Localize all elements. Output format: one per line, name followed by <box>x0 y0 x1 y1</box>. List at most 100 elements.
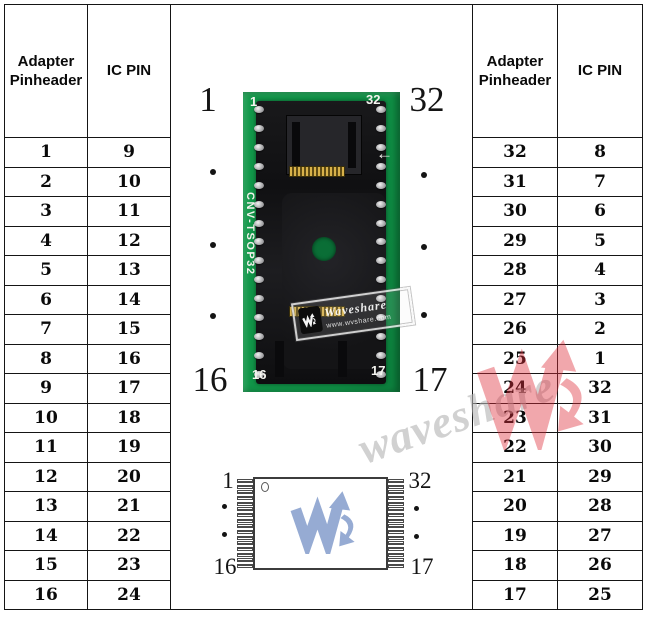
ic-pin-cell: 3 <box>557 284 643 315</box>
socket-pin <box>254 314 264 322</box>
chip-pin <box>388 501 404 506</box>
board-silkscreen-pin1: 1 <box>250 94 258 109</box>
socket-pin <box>254 143 264 151</box>
socket-pin <box>376 238 386 246</box>
socket-slot <box>348 122 356 168</box>
ic-pin-cell: 18 <box>87 402 171 433</box>
socket-pin <box>376 333 386 341</box>
ic-pin-cell: 27 <box>557 520 643 551</box>
chip-pin <box>388 529 404 534</box>
socket-pin <box>376 181 386 189</box>
socket-pin <box>254 162 264 170</box>
ic-pin-cell: 2 <box>557 314 643 345</box>
chip-pin1-number: 1 <box>222 468 234 493</box>
adapter-pin-cell: 12 <box>4 461 88 492</box>
socket-pin <box>376 295 386 303</box>
ic-pin-cell: 28 <box>557 491 643 522</box>
pin-continuation-dot <box>414 506 419 511</box>
socket-pin <box>376 314 386 322</box>
ic-pin-cell: 25 <box>557 579 643 610</box>
chip-pin <box>388 541 404 546</box>
figure-cell <box>171 4 472 610</box>
pin-continuation-dot <box>222 504 227 509</box>
adapter-pin-cell: 30 <box>472 196 558 227</box>
socket-pin <box>254 106 264 113</box>
chip-pin <box>388 535 404 540</box>
socket-pin-row-left <box>254 106 265 378</box>
socket-pin <box>376 124 386 132</box>
chip-pin <box>237 512 253 517</box>
socket-pin <box>254 200 264 208</box>
chip-pin32-number: 32 <box>408 468 432 493</box>
ic-pin-cell: 7 <box>557 166 643 197</box>
ic-pin-cell: 10 <box>87 166 171 197</box>
adapter-pcb-photo: 1 32 16 17 ← CNV-TSOP32 <box>243 92 400 392</box>
ic-pin-cell: 5 <box>557 225 643 256</box>
adapter-pin-cell: 8 <box>4 343 88 374</box>
socket-pin <box>376 257 386 265</box>
chip-pin <box>388 563 404 568</box>
socket-pin <box>254 124 264 132</box>
ic-pin-cell: 32 <box>557 373 643 404</box>
ic-pin-cell: 21 <box>87 491 171 522</box>
board-silkscreen-pin17: 17 <box>371 363 386 378</box>
chip-pin <box>237 558 253 563</box>
chip-pin16-number: 16 <box>213 554 237 579</box>
chip-pin <box>388 546 404 551</box>
column-header: IC PIN <box>557 4 643 138</box>
chip-pin <box>237 518 253 523</box>
chip-pin <box>237 535 253 540</box>
adapter-pin-cell: 25 <box>472 343 558 374</box>
ic-pin-cell: 14 <box>87 284 171 315</box>
socket-pin <box>376 351 386 359</box>
adapter-pin-cell: 29 <box>472 225 558 256</box>
pin-continuation-dot <box>421 172 427 178</box>
chip-pin <box>388 484 404 489</box>
socket-body-center <box>282 193 386 369</box>
pcb-pin1-number: 1 <box>199 80 217 119</box>
chip-pin <box>388 507 404 512</box>
chip-pin <box>237 484 253 489</box>
adapter-pin-cell: 9 <box>4 373 88 404</box>
adapter-pin-cell: 7 <box>4 314 88 345</box>
adapter-pin-cell: 15 <box>4 550 88 581</box>
ic-pin-cell: 31 <box>557 402 643 433</box>
socket-slot <box>338 341 347 377</box>
column-header: Adapter Pinheader <box>4 4 88 138</box>
pcb-pin17-number: 17 <box>412 360 448 399</box>
adapter-pin-cell: 22 <box>472 432 558 463</box>
chip-pin <box>237 546 253 551</box>
socket-pin <box>254 295 264 303</box>
orientation-arrow-icon: ← <box>376 144 393 163</box>
ic-pin-cell: 17 <box>87 373 171 404</box>
stamp-text: Waveshare www.wvshare.com <box>324 297 392 330</box>
waveshare-logo-icon <box>297 305 324 335</box>
chip-pin <box>237 552 253 557</box>
pcb-pin32-number: 32 <box>409 80 445 119</box>
board-silkscreen-pin32: 32 <box>366 92 381 107</box>
chip-pin <box>237 501 253 506</box>
chip-pin <box>388 490 404 495</box>
column-header: Adapter Pinheader <box>472 4 558 138</box>
pcb-pin16-number: 16 <box>192 360 228 399</box>
